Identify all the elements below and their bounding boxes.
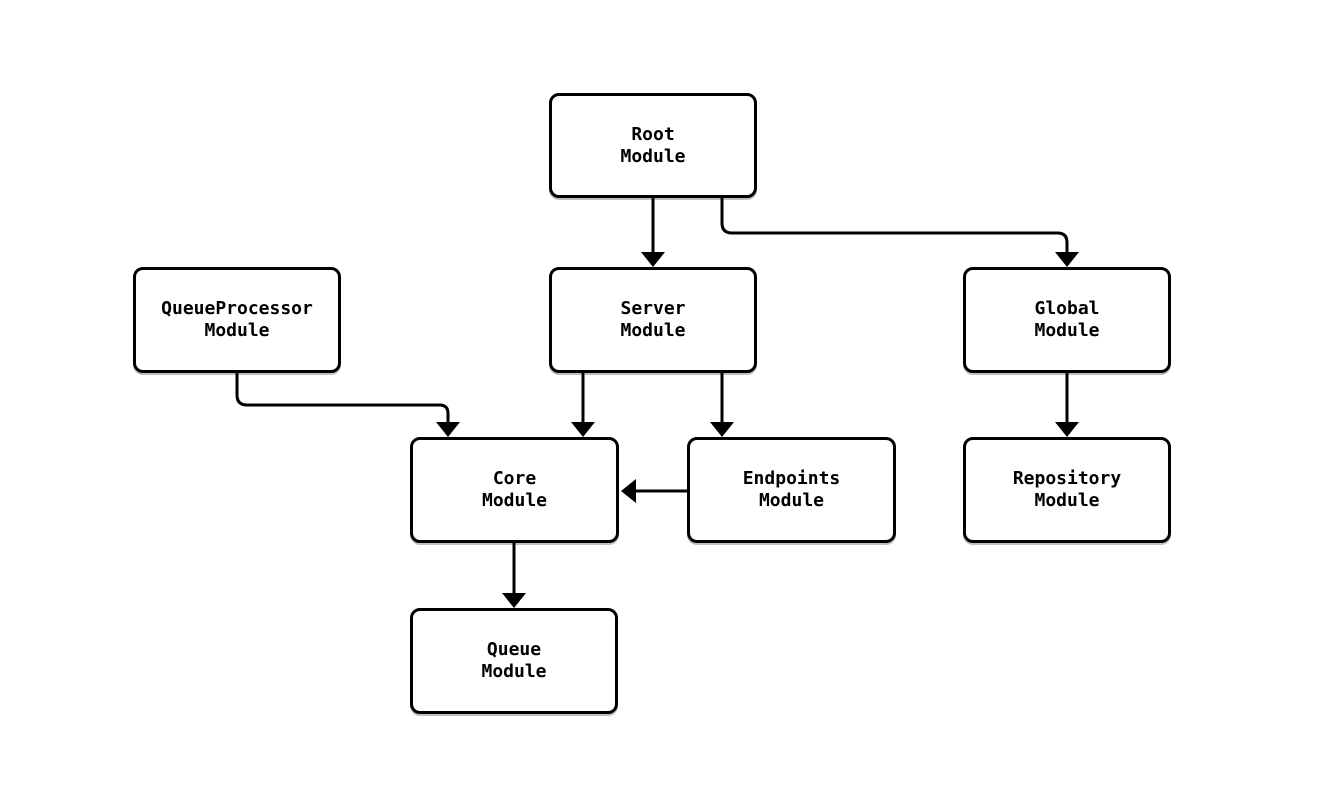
node-server-module: Server Module: [549, 267, 757, 373]
node-queueprocessor-module: QueueProcessor Module: [133, 267, 341, 373]
node-root-module: Root Module: [549, 93, 757, 198]
edge-root-to-global: [720, 198, 1079, 267]
node-global-module: Global Module: [963, 267, 1171, 373]
arrowhead-icon: [502, 593, 526, 608]
edge-global-to-repository: [1055, 373, 1079, 437]
node-label: Server Module: [620, 298, 686, 341]
arrowhead-icon: [436, 422, 460, 437]
node-label: Endpoints Module: [742, 468, 841, 511]
edge-core-to-queue: [502, 543, 526, 608]
node-label: Root Module: [620, 123, 686, 167]
node-label: QueueProcessor Module: [161, 298, 313, 341]
node-repository-module: Repository Module: [963, 437, 1171, 543]
node-core-module: Core Module: [410, 437, 619, 543]
edge-root-to-server: [641, 198, 665, 267]
arrowhead-icon: [571, 422, 595, 437]
arrowhead-icon: [621, 479, 636, 503]
arrowhead-icon: [1055, 422, 1079, 437]
edge-line: [235, 373, 450, 422]
arrowhead-icon: [641, 252, 665, 267]
edge-queueprocessor-to-core: [235, 373, 460, 437]
arrowhead-icon: [1055, 252, 1079, 267]
edge-endpoints-to-core: [621, 479, 687, 503]
edge-line: [720, 198, 1069, 252]
node-label: Core Module: [481, 468, 548, 511]
node-label: Queue Module: [481, 639, 547, 682]
node-label: Global Module: [1034, 298, 1100, 341]
edge-server-to-endpoints: [710, 373, 734, 437]
edge-server-to-core: [571, 373, 595, 437]
arrowhead-icon: [710, 422, 734, 437]
node-endpoints-module: Endpoints Module: [687, 437, 896, 543]
node-queue-module: Queue Module: [410, 608, 618, 714]
node-label: Repository Module: [1012, 468, 1122, 511]
